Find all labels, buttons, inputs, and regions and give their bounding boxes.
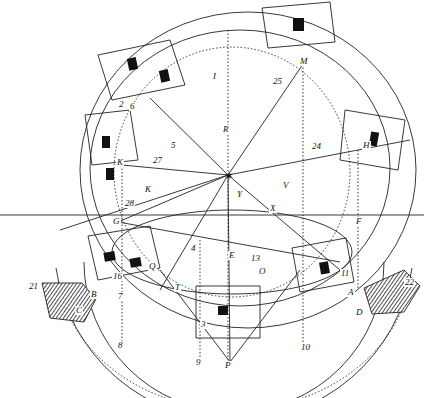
point-label: Y	[236, 190, 243, 199]
point-label: 8	[117, 341, 124, 350]
svg-text:✶: ✶	[224, 169, 234, 183]
point-label: 6	[129, 102, 136, 111]
point-label: B	[90, 290, 98, 299]
point-label: P	[224, 361, 232, 370]
point-label: H	[362, 141, 371, 150]
point-label: G	[112, 217, 121, 226]
point-label: X	[269, 204, 277, 213]
point-label: 2	[118, 100, 125, 109]
point-label: 9	[195, 358, 202, 367]
point-label: 25	[272, 77, 283, 86]
point-label: V	[282, 181, 290, 190]
point-label: C	[75, 306, 83, 315]
point-label: M	[299, 57, 309, 66]
point-label: K	[144, 185, 152, 194]
point-label: K	[116, 158, 124, 167]
point-label: 21	[28, 282, 39, 291]
point-label: O	[258, 267, 267, 276]
point-label: R	[222, 125, 230, 134]
point-label: 22	[404, 278, 415, 287]
point-label: T	[174, 283, 181, 292]
point-label: 28	[124, 199, 135, 208]
point-label: 11	[340, 269, 350, 278]
point-label: 16	[112, 272, 123, 281]
point-label: I	[212, 72, 217, 81]
point-label: 10	[300, 343, 311, 352]
point-label: F	[355, 217, 363, 226]
point-label: 24	[311, 142, 322, 151]
point-label: 7	[117, 292, 124, 301]
point-label: 4	[190, 244, 197, 253]
point-label: 3	[200, 320, 207, 329]
point-label: 13	[250, 254, 261, 263]
point-label: E	[228, 251, 236, 260]
point-label: D	[355, 308, 364, 317]
point-label: 5	[170, 141, 177, 150]
point-label: 27	[152, 156, 163, 165]
point-label: Q	[148, 262, 157, 271]
point-label: A	[347, 288, 355, 297]
